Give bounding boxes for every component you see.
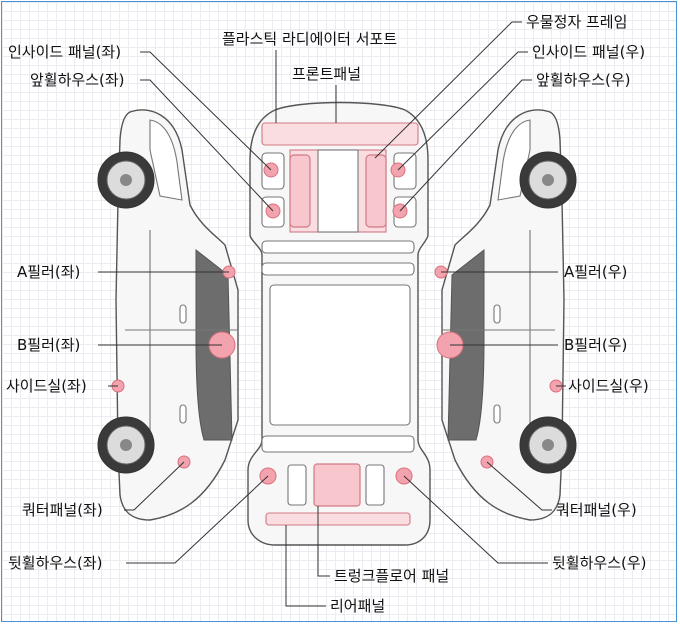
leader-rear-panel	[285, 525, 326, 607]
left-car-rear-handle	[179, 404, 187, 424]
trunk-floor-zone	[313, 463, 361, 507]
leader-front-wheelhouse-right	[399, 79, 532, 212]
center-chassis	[247, 101, 431, 546]
leader-rear-wheelhouse-right	[403, 475, 548, 564]
left-car-rear-wheel	[97, 416, 155, 474]
label-front-wheelhouse-left: 앞휠하우스(좌)	[30, 71, 125, 89]
label-side-sill-right: 사이드실(우)	[568, 377, 649, 395]
label-rear-wheelhouse-right: 뒷휠하우스(우)	[552, 554, 647, 572]
right-car-rear-wheel	[519, 416, 577, 474]
leader-inside-panel-right	[397, 51, 528, 171]
rear-cross-bar	[261, 435, 415, 453]
label-a-pillar-left: A필러(좌)	[17, 263, 80, 281]
trunk-right-box	[365, 464, 385, 506]
wheel-frame-right-rail	[365, 154, 387, 228]
left-car-front-wheel	[97, 151, 155, 209]
label-rear-panel: 리어패널	[330, 597, 385, 615]
label-b-pillar-left: B필러(좌)	[17, 336, 80, 354]
right-car-front-wheel	[519, 151, 577, 209]
label-inside-panel-right: 인사이드 패널(우)	[532, 43, 645, 61]
wheel-frame-left-rail	[289, 154, 311, 228]
cowl-bar-2	[261, 262, 415, 276]
label-inside-panel-left: 인사이드 패널(좌)	[8, 43, 121, 61]
label-b-pillar-right: B필러(우)	[564, 336, 627, 354]
left-car-front-handle	[179, 304, 187, 324]
leader-quarter-panel-left	[124, 461, 185, 511]
label-rear-wheelhouse-left: 뒷휠하우스(좌)	[8, 554, 103, 572]
roof-panel	[269, 284, 411, 426]
right-car-rear-handle	[493, 404, 501, 424]
label-trunk-floor-panel: 트렁크플로어 패널	[334, 567, 449, 585]
leader-trunk-floor-panel	[317, 506, 330, 577]
label-radiator-support: 플라스틱 라디에이터 서포트	[222, 30, 397, 48]
front-panel-zone	[261, 122, 419, 146]
leader-inside-panel-left	[140, 51, 272, 171]
label-front-panel: 프론트패널	[292, 65, 361, 83]
label-front-wheelhouse-right: 앞휠하우스(우)	[536, 71, 631, 89]
radiator-core	[317, 149, 359, 233]
leader-quarter-panel-right	[486, 461, 552, 511]
rear-panel-zone	[265, 512, 411, 526]
leader-lines	[98, 21, 566, 607]
label-a-pillar-right: A필러(우)	[564, 263, 627, 281]
trunk-left-box	[287, 464, 307, 506]
label-side-sill-left: 사이드실(좌)	[6, 377, 87, 395]
left-side-car	[97, 109, 239, 521]
right-car-front-handle	[493, 304, 501, 324]
leader-rear-wheelhouse-left	[126, 475, 269, 564]
label-wheel-frame: 우물정자 프레임	[526, 13, 627, 31]
cowl-bar-1	[261, 240, 415, 254]
labels: 플라스틱 라디에이터 서포트 우물정자 프레임 프론트패널 인사이드 패널(좌)…	[6, 13, 649, 615]
right-side-car	[441, 109, 577, 521]
label-quarter-panel-right: 쿼터패널(우)	[556, 501, 637, 519]
leader-wheel-frame	[374, 21, 522, 159]
leader-front-wheelhouse-left	[140, 79, 274, 212]
label-quarter-panel-left: 쿼터패널(좌)	[22, 501, 103, 519]
left-car-windshield	[149, 119, 183, 201]
